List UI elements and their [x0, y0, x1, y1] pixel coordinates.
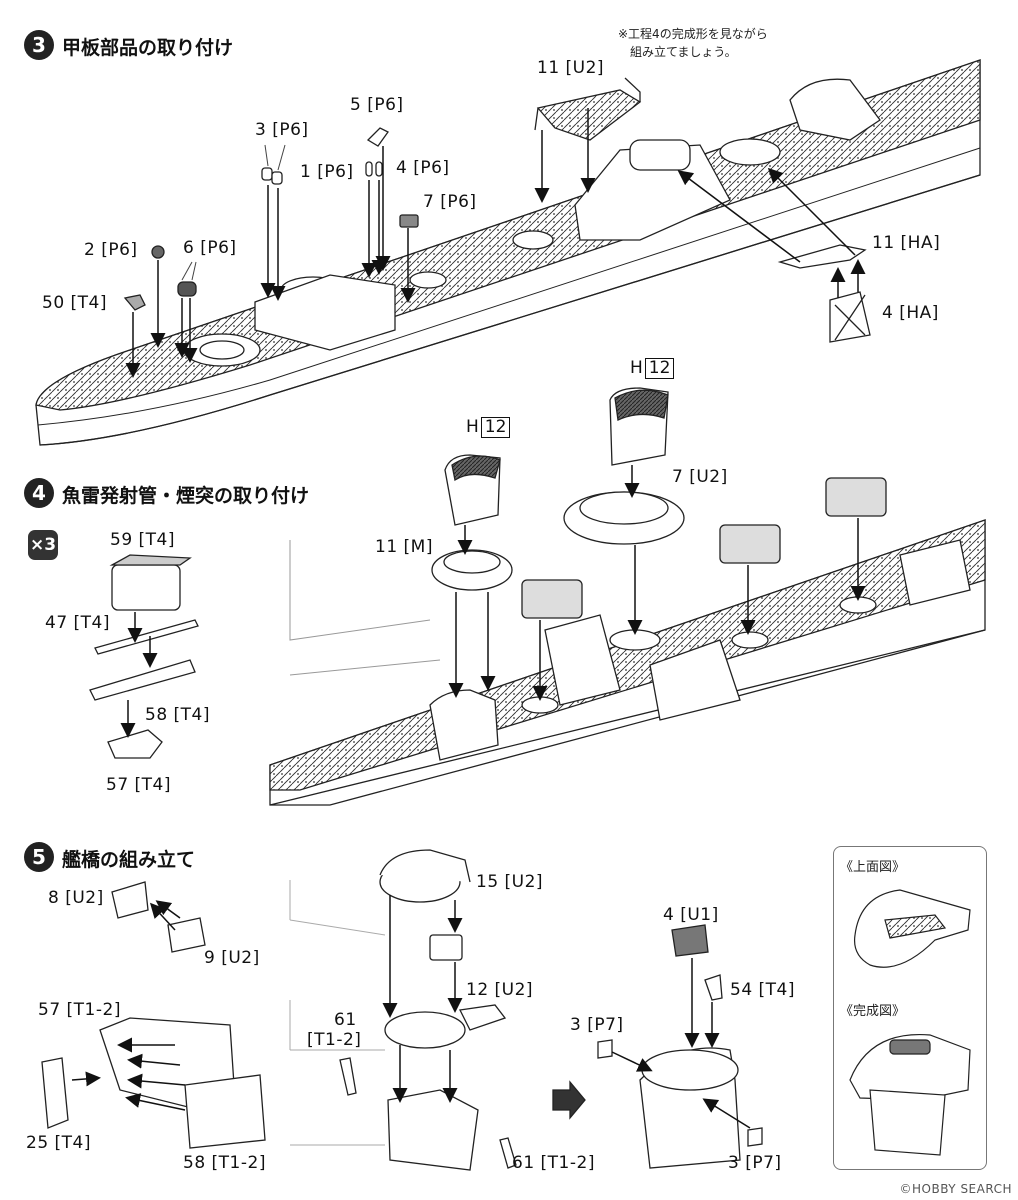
part-label-11m: 11 [M] [375, 537, 433, 557]
part-label-12u2: 12 [U2] [466, 980, 534, 1000]
part-label-3p6: 3 [P6] [255, 120, 309, 140]
part-label-1p6: 1 [P6] [300, 162, 354, 182]
step-3-note-line1: ※工程4の完成形を見ながら [618, 27, 768, 41]
part-label-54t4: 54 [T4] [730, 980, 796, 1000]
part-label-61-tree: [T1-2] [307, 1030, 362, 1050]
part-label-3p7-top: 3 [P7] [570, 1015, 624, 1035]
part-label-5p6: 5 [P6] [350, 95, 404, 115]
leader-lines-s3 [181, 144, 286, 281]
part-label-4ha: 4 [HA] [882, 303, 939, 323]
part-label-58t4: 58 [T4] [145, 705, 211, 725]
reference-inset-panel [833, 846, 987, 1170]
part-label-8u2: 8 [U2] [48, 888, 104, 908]
arrows-section4 [120, 465, 866, 738]
hull-section3 [35, 59, 981, 446]
part-label-58t12: 58 [T1-2] [183, 1153, 266, 1173]
part-label-61t12: 61 [T1-2] [512, 1153, 595, 1173]
part-label-4p6: 4 [P6] [396, 158, 450, 178]
watermark: ©HOBBY SEARCH [899, 1182, 1012, 1196]
inset-drawings [849, 889, 971, 1156]
step-4-badge: 4 [24, 478, 54, 508]
part-tree-number: 12 [644, 358, 675, 379]
top-view-label: 《上面図》 [840, 860, 906, 875]
part-label-4u1: 4 [U1] [663, 905, 719, 925]
part-label-7p6: 7 [P6] [423, 192, 477, 212]
part-tree-letter: H [466, 417, 479, 437]
parts-section5 [41, 849, 763, 1171]
complete-view-label: 《完成図》 [840, 1004, 906, 1019]
parts-section3 [123, 77, 871, 343]
part-label-25t4: 25 [T4] [26, 1133, 92, 1153]
part-label-57t4: 57 [T4] [106, 775, 172, 795]
part-label-11u2: 11 [U2] [537, 58, 605, 78]
arrows-section3 [125, 108, 866, 378]
leader-lines-s5 [289, 880, 386, 1146]
step-5-badge: 5 [24, 842, 54, 872]
step-3-badge: 3 [24, 30, 54, 60]
part-label-50t4: 50 [T4] [42, 293, 108, 313]
part-label-6p6: 6 [P6] [183, 238, 237, 258]
part-label-9u2: 9 [U2] [204, 948, 260, 968]
multiplier-badge: ×3 [28, 530, 58, 560]
part-tree-letter: H [630, 358, 643, 378]
step-3-note-line2: 組み立てましょう。 [630, 45, 737, 59]
step-5-title: 艦橋の組み立て [62, 849, 196, 871]
arrows-section5 [71, 895, 751, 1129]
part-label-7u2: 7 [U2] [672, 467, 728, 487]
parts-section4 [89, 387, 887, 759]
part-label-3p7-bottom: 3 [P7] [728, 1153, 782, 1173]
step-4-title: 魚雷発射管・煙突の取り付け [62, 485, 310, 507]
part-label-57t12: 57 [T1-2] [38, 1000, 121, 1020]
part-label-2p6: 2 [P6] [84, 240, 138, 260]
part-label-47t4: 47 [T4] [45, 613, 111, 633]
part-tree-number: 12 [480, 417, 511, 438]
part-label-61-number: 61 [334, 1010, 357, 1030]
step-3-title: 甲板部品の取り付け [62, 37, 234, 59]
part-label-11ha: 11 [HA] [872, 233, 941, 253]
hull-section4 [269, 519, 986, 806]
part-label-59t4: 59 [T4] [110, 530, 176, 550]
part-label-15u2: 15 [U2] [476, 872, 544, 892]
